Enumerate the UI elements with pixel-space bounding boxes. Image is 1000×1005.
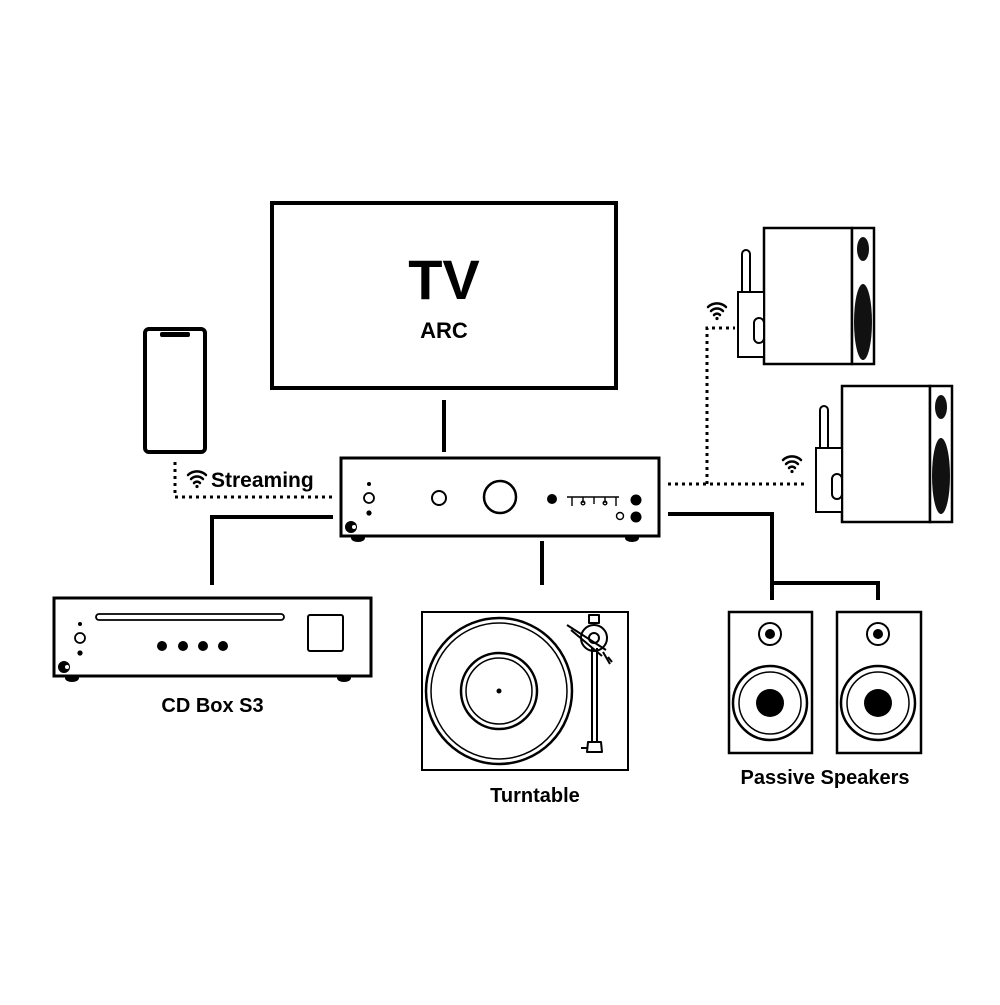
passive-speaker-icon xyxy=(727,610,814,755)
speaker-cable-split xyxy=(772,581,880,600)
smartphone-icon xyxy=(143,327,207,454)
streaming-dotted-link xyxy=(173,462,333,499)
tv-arc-label: ARC xyxy=(420,318,468,343)
cd-player-icon xyxy=(52,596,373,682)
amplifier-icon xyxy=(339,456,661,542)
passive-speakers-label: Passive Speakers xyxy=(740,767,910,789)
turntable-icon xyxy=(421,611,629,771)
wireless-speaker-icon xyxy=(815,384,954,524)
tv-title: TV xyxy=(408,248,480,311)
wifi-icon xyxy=(706,302,728,321)
connection-lines xyxy=(173,326,880,600)
wireless-dotted-link-upper xyxy=(705,326,735,484)
tv-icon xyxy=(270,201,618,390)
cd-cable xyxy=(210,515,333,585)
turntable-label: Turntable xyxy=(490,785,580,807)
cd-box-label: CD Box S3 xyxy=(161,695,264,717)
streaming-label: Streaming xyxy=(211,469,314,492)
wifi-icon xyxy=(781,455,803,474)
speaker-cable xyxy=(668,512,774,600)
wifi-icon xyxy=(186,470,208,489)
wireless-speaker-icon xyxy=(737,226,876,366)
passive-speaker-icon xyxy=(835,610,923,755)
